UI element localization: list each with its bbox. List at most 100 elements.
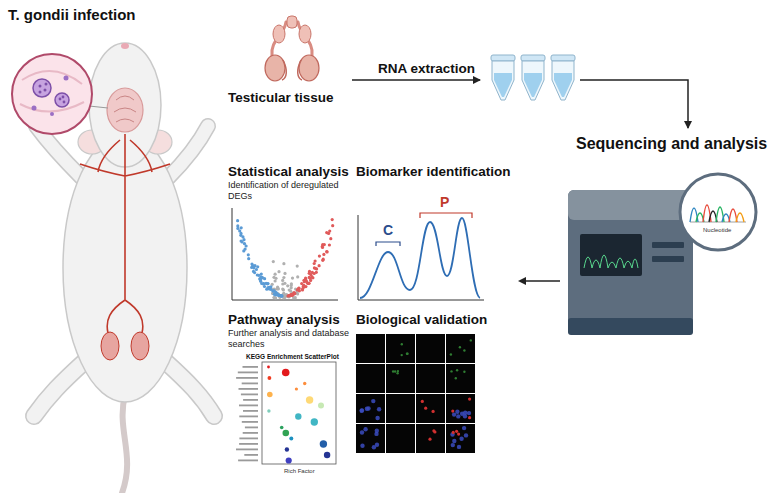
volcano-dot [280, 294, 283, 297]
volcano-dot [318, 264, 321, 267]
signal-dot [456, 369, 458, 371]
volcano-dot [282, 288, 285, 291]
volcano-dot [283, 272, 286, 275]
volcano-dot [315, 271, 318, 274]
tube-illustration [552, 61, 574, 100]
volcano-dot [297, 287, 300, 290]
tube-illustration [492, 61, 514, 100]
nucleus-dot [377, 407, 381, 411]
nucleus-dot [455, 410, 459, 414]
volcano-dot [247, 253, 250, 256]
volcano-dots [236, 218, 334, 300]
signal-dot [459, 346, 461, 348]
signal-dot [457, 433, 460, 436]
mouse-illustration [121, 43, 129, 49]
volcano-dot [302, 285, 305, 288]
microscopy-cell [386, 334, 415, 363]
tube-illustration [521, 55, 545, 61]
volcano-dot [325, 250, 328, 253]
mouse-illustration [12, 54, 92, 134]
volcano-dot [307, 282, 310, 285]
kegg-dot [320, 440, 327, 447]
nucleus-dot [462, 426, 466, 430]
sequencer-illustration [652, 242, 684, 248]
volcano-dot [281, 288, 284, 291]
volcano-dot [289, 290, 292, 293]
kegg-dot [295, 387, 298, 390]
kegg-dot [267, 409, 270, 412]
testis-illustration [282, 60, 302, 80]
signal-dot [397, 370, 399, 372]
peak-chart [360, 218, 480, 298]
nucleus-dot [371, 399, 375, 403]
kegg-dot [289, 437, 293, 441]
volcano-dot [267, 286, 270, 289]
nucleus-dot [459, 437, 463, 441]
panel: Biological validation [356, 310, 506, 328]
volcano-dot [291, 293, 294, 296]
signal-dot [401, 343, 403, 345]
volcano-dot [260, 277, 263, 280]
signal-dot [406, 353, 408, 355]
mouse-illustration [34, 362, 84, 416]
mouse-illustration [63, 101, 66, 104]
volcano-dot [281, 279, 284, 282]
volcano-dot [276, 287, 279, 290]
kegg-dot [306, 396, 313, 403]
volcano-dot [280, 294, 283, 297]
tube-illustration [491, 55, 515, 61]
tube-illustration [491, 55, 575, 100]
mouse-illustration [45, 83, 48, 86]
volcano-dot [290, 294, 293, 297]
mouse-illustration [63, 134, 187, 402]
testis-illustration [273, 25, 285, 43]
signal-dot [463, 371, 465, 373]
peak-chart [376, 242, 400, 246]
microscopy-cell [416, 334, 445, 363]
volcano-dot [286, 294, 289, 297]
volcano-dot [329, 237, 332, 240]
kegg-dot [267, 392, 273, 398]
volcano-dot [300, 282, 303, 285]
label: C [383, 222, 393, 239]
microscopy-cell [356, 364, 385, 393]
signal-dot [455, 377, 457, 379]
axis-tick-mark [239, 443, 258, 445]
panel-heading: T. gondii infection [8, 5, 136, 24]
nucleus-dot [360, 444, 364, 448]
panel-subtitle: Further analysis and database searches [228, 328, 352, 350]
nucleus-dot [463, 411, 467, 415]
volcano-dot [256, 273, 259, 276]
microscopy-cell [386, 364, 415, 393]
microscopy-cell [446, 364, 475, 393]
axis-tick-mark [245, 427, 258, 429]
nucleus-dot [451, 443, 455, 447]
label: RNA extraction [378, 60, 475, 77]
mouse-illustration [55, 93, 69, 107]
nucleus-dot [375, 429, 379, 433]
panel-heading: Testicular tissue [228, 89, 334, 106]
tube-illustration [551, 55, 575, 61]
peak-chart [358, 300, 484, 301]
signal-dot [421, 400, 424, 403]
tube-illustration [524, 73, 542, 97]
signal-dot [424, 407, 427, 410]
nucleus-dot [467, 411, 471, 415]
microscopy-cell [416, 394, 445, 423]
arrow-to-sequencer [580, 80, 688, 128]
volcano-dot [288, 295, 291, 298]
volcano-dot [272, 260, 275, 263]
mouse-illustration [12, 43, 214, 493]
microscopy-cell [386, 394, 415, 423]
tube-illustration [554, 73, 572, 97]
mouse-illustration [20, 71, 84, 112]
volcano-plot [232, 300, 338, 301]
mouse-illustration [107, 88, 143, 132]
signal-dot [450, 353, 452, 355]
volcano-dot [269, 285, 272, 288]
volcano-dot [290, 294, 293, 297]
volcano-dot [322, 253, 325, 256]
axis-tick-mark [238, 460, 258, 462]
volcano-dot [326, 250, 329, 253]
